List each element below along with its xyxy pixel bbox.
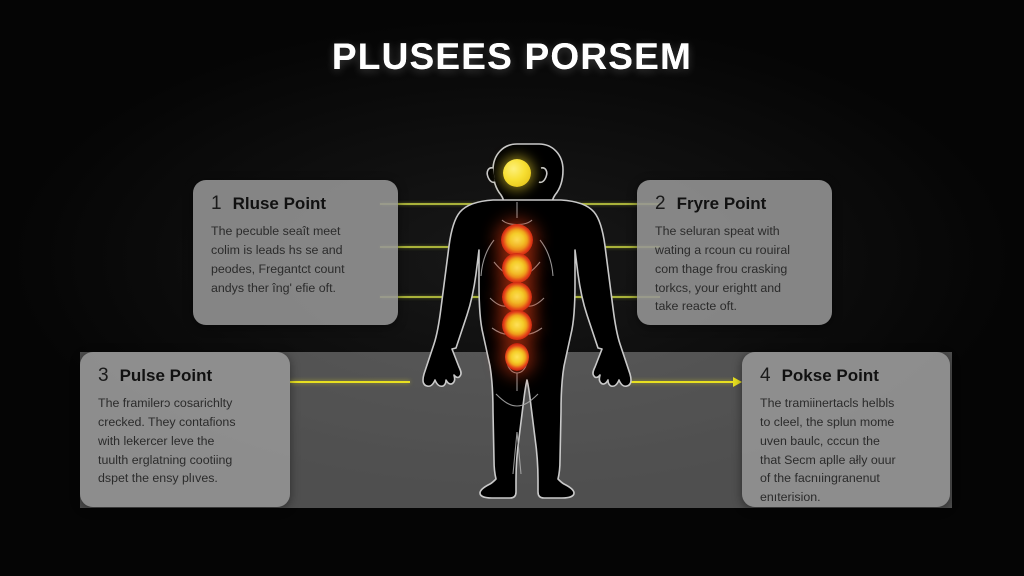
- info-card-1-header: 1 Rluse Point: [211, 194, 380, 213]
- page-title: PLUSEES PORSEM: [0, 36, 1024, 78]
- info-card-1-title: Rluse Point: [232, 194, 327, 213]
- info-card-2-body: The seluran speat with wating a rcoun cu…: [655, 224, 790, 314]
- orb-upper-abdomen-icon: [502, 253, 532, 283]
- info-card-3[interactable]: 3 Pulse Point The framilerɔ cosarichlty …: [80, 352, 290, 507]
- connector-arrow-right: [628, 381, 734, 383]
- info-card-4[interactable]: 4 Pokse Point The tramiinertacls helbls …: [742, 352, 950, 507]
- connector-arrow-left: [290, 381, 410, 383]
- info-card-2-number: 2: [655, 193, 666, 214]
- info-card-3-body: The framilerɔ cosarichlty crecked. They …: [98, 396, 236, 486]
- info-card-2[interactable]: 2 Fryre Point The seluran speat with wat…: [637, 180, 832, 325]
- orb-chest-icon: [501, 224, 533, 256]
- orb-pelvis-icon: [505, 343, 529, 371]
- info-card-1[interactable]: 1 Rluse Point The pecuble seaît meet col…: [193, 180, 398, 325]
- info-card-4-header: 4 Pokse Point: [760, 366, 932, 385]
- orb-navel-icon: [502, 310, 532, 340]
- info-card-2-header: 2 Fryre Point: [655, 194, 814, 213]
- info-card-1-body: The pecuble seaît meet colim is leads hs…: [211, 224, 345, 295]
- info-card-3-number: 3: [98, 365, 109, 386]
- orb-head-icon: [503, 159, 531, 187]
- info-card-2-title: Fryre Point: [676, 194, 767, 213]
- info-card-3-title: Pulse Point: [119, 366, 213, 385]
- orb-lower-abdomen-icon: [502, 282, 532, 312]
- info-card-3-header: 3 Pulse Point: [98, 366, 272, 385]
- info-card-1-number: 1: [211, 193, 222, 214]
- info-card-4-title: Pokse Point: [781, 366, 879, 385]
- connector-arrowhead-icon: [733, 377, 742, 387]
- info-card-4-number: 4: [760, 365, 771, 386]
- info-card-4-body: The tramiinertacls helbls to cleel, the …: [760, 396, 896, 505]
